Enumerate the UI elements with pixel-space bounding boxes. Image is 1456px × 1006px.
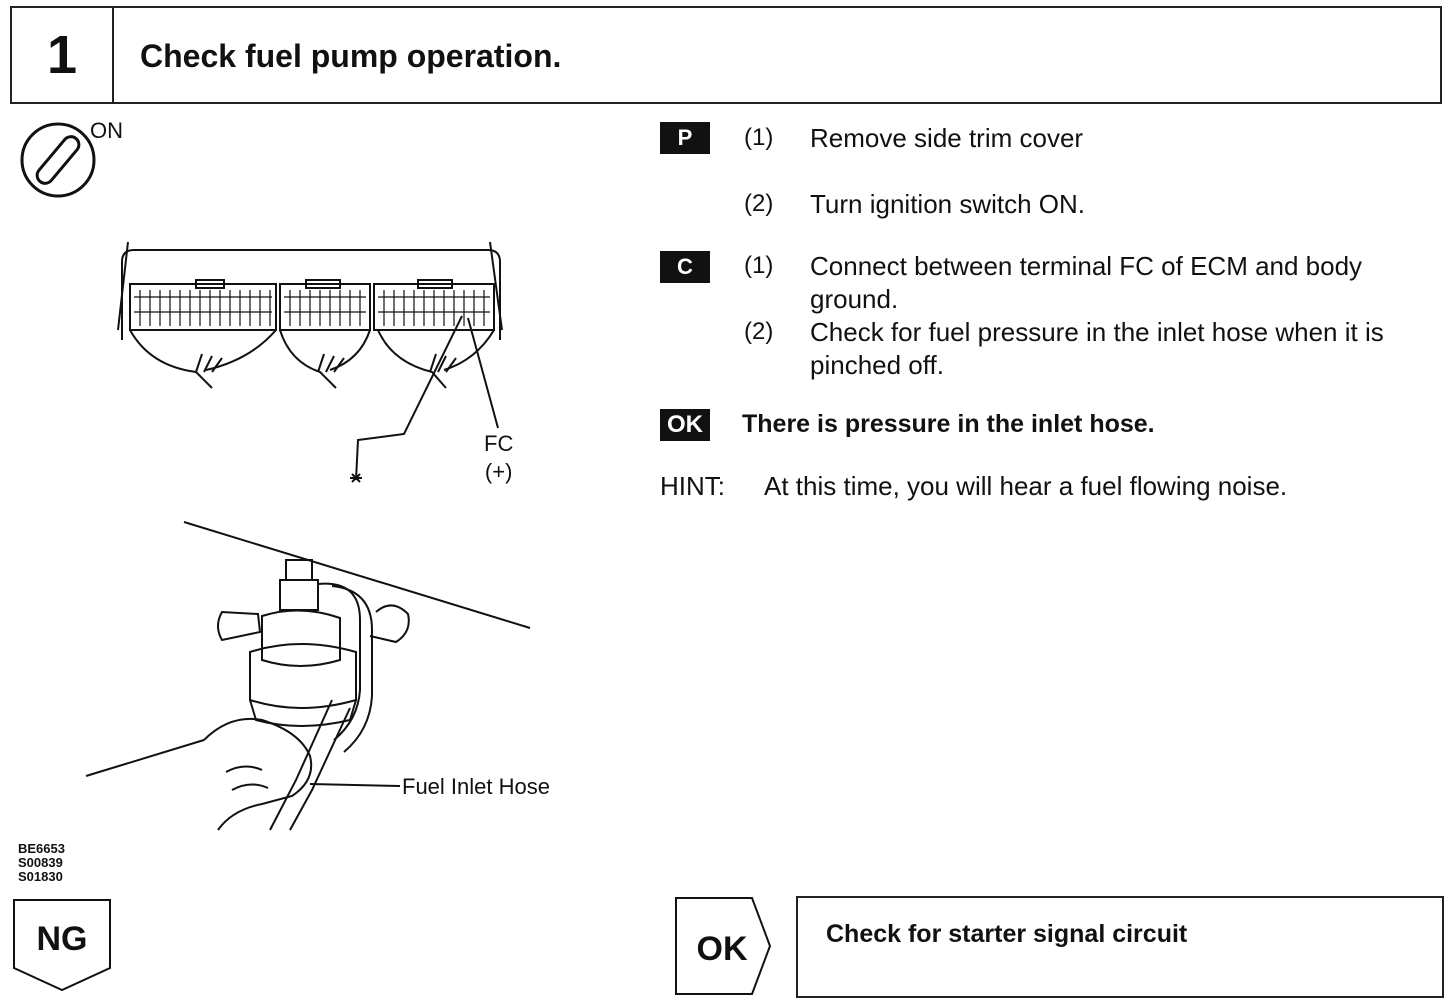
- fc-terminal-label: FC (+): [484, 430, 513, 486]
- ecm-connector-drawing: [117, 241, 503, 483]
- ok-condition-text: There is pressure in the inlet hose.: [742, 410, 1155, 438]
- step-number: 1: [12, 8, 114, 102]
- hint-label: HINT:: [660, 471, 725, 501]
- c-step-1-number: (1): [744, 252, 774, 279]
- next-step-text: Check for starter signal circuit: [826, 920, 1188, 948]
- step-header: 1 Check fuel pump operation.: [10, 6, 1442, 104]
- p-step-1-text: Remove side trim cover: [810, 123, 1084, 153]
- figure-illustration: [20, 122, 531, 831]
- result-shapes: [13, 897, 772, 995]
- ok-result-box: [675, 897, 772, 995]
- p-step-2-number: (2): [744, 190, 774, 217]
- p-step-2-text: Turn ignition switch ON.: [810, 189, 1086, 219]
- ignition-switch-icon: [20, 122, 96, 198]
- hint-text: At this time, you will hear a fuel flowi…: [764, 471, 1288, 501]
- c-step-2-text: Check for fuel pressure in the inlet hos…: [810, 317, 1384, 380]
- figure-code: S00839: [18, 855, 63, 870]
- next-step-box: Check for starter signal circuit: [796, 896, 1444, 998]
- ok-result-label: OK: [696, 930, 748, 968]
- ng-result-label: NG: [36, 920, 88, 958]
- fuel-pump-drawing: [85, 521, 531, 831]
- ok-badge: OK: [660, 409, 710, 441]
- preparation-badge: P: [660, 122, 710, 154]
- fc-label: FC: [484, 431, 514, 456]
- ignition-on-label: ON: [90, 118, 123, 143]
- figure-code: BE6653: [18, 841, 65, 856]
- fc-polarity: (+): [484, 459, 513, 484]
- c-step-1-text: Connect between terminal FC of ECM and b…: [810, 251, 1363, 314]
- c-step-2-number: (2): [744, 318, 774, 345]
- figure-code: S01830: [18, 869, 63, 884]
- step-title: Check fuel pump operation.: [140, 38, 562, 74]
- ng-result-box: [13, 899, 111, 992]
- check-badge: C: [660, 251, 710, 283]
- p-step-1-number: (1): [744, 124, 774, 151]
- figure-codes: BE6653 S00839 S01830: [18, 842, 65, 884]
- fuel-inlet-hose-label: Fuel Inlet Hose: [402, 774, 550, 799]
